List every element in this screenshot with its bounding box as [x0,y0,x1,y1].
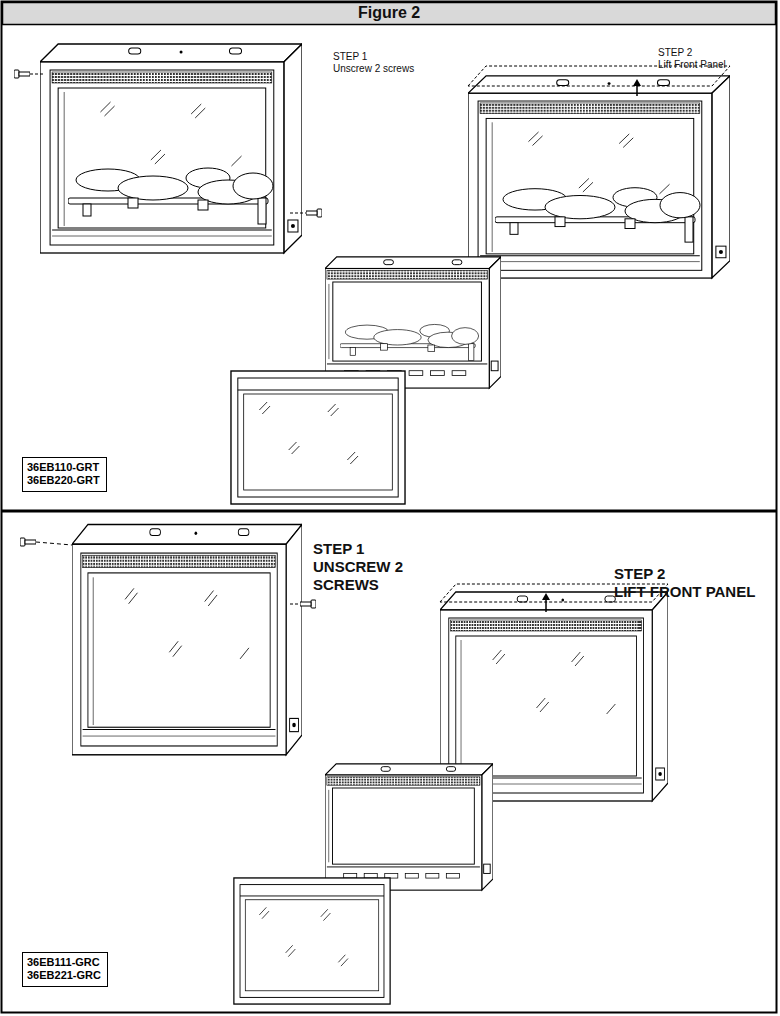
model-number: 36EB220-GRT [27,474,102,487]
model-number-box: 36EB111-GRC36EB221-GRC [22,952,108,987]
step-label: STEP 1 [333,50,367,63]
model-number: 36EB221-GRC [27,969,103,982]
step-label: Lift Front Panel [658,58,726,71]
step-label: STEP 1 [313,540,364,558]
step-label: STEP 2 [658,46,692,59]
model-number: 36EB110-GRT [27,461,102,474]
step-label: Unscrew 2 screws [333,62,414,75]
step-label: UNSCREW 2 SCREWS [313,558,413,594]
model-number-box: 36EB110-GRT36EB220-GRT [22,457,107,492]
model-number: 36EB111-GRC [27,956,103,969]
figure-title: Figure 2 [358,4,420,22]
step-label: LIFT FRONT PANEL [614,583,755,601]
step-label: STEP 2 [614,565,665,583]
